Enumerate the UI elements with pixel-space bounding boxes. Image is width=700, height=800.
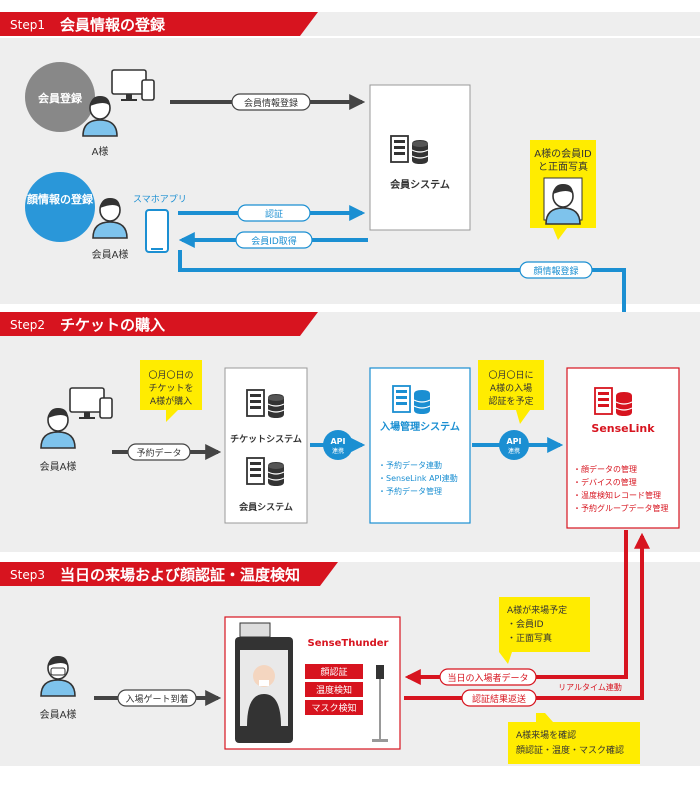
api-badge-1-sub: 連携	[332, 447, 344, 455]
auth-result-label: 認証結果返送	[472, 693, 526, 705]
reservation-label: 予約データ	[136, 447, 181, 459]
feature-temp-label: 温度検知	[316, 684, 352, 696]
sensethunder-device-icon	[235, 622, 293, 743]
mask-icon	[50, 667, 66, 676]
callout-visit-1: A様が来場予定	[507, 604, 567, 616]
member-id-pill	[235, 231, 313, 249]
entry-feature-1: ・予約データ連動	[378, 460, 442, 470]
callout-confirm-2: 顔認証・温度・マスク確認	[516, 744, 624, 756]
member-info-pill	[231, 93, 311, 111]
smartphone-icon	[145, 209, 169, 253]
step1-badge: Step1	[10, 18, 45, 32]
callout-reserve-3: 認証を予定	[488, 395, 533, 407]
visitor-data-pill	[439, 668, 537, 686]
ticket-member-box	[224, 367, 308, 524]
auth-pill	[237, 204, 311, 222]
member-registration-label: 会員登録	[38, 91, 83, 105]
feature-mask-label: マスク検知	[311, 702, 356, 714]
feature-face-auth-label: 顔認証	[320, 666, 347, 678]
entry-feature-2: ・SenseLink API連動	[378, 473, 458, 483]
api-badge-2	[499, 430, 529, 460]
callout-visit	[499, 597, 590, 664]
callout-visit-2: ・会員ID	[507, 618, 544, 630]
ticket-system-label: チケットシステム	[230, 434, 302, 445]
callout-confirm-1: A様来場を確認	[516, 729, 576, 741]
face-registration-label: 顔情報の登録	[26, 192, 94, 206]
member-a-label-3: 会員A様	[40, 708, 77, 721]
gate-label: 入場ゲート到着	[125, 693, 188, 705]
entry-system-label: 入場管理システム	[380, 420, 460, 433]
callout-reserve-2: A様の入場	[490, 382, 532, 394]
step3-header	[0, 562, 338, 586]
api-badge-1-label: API	[330, 437, 345, 446]
callout-purchase-2: チケットを	[148, 383, 193, 394]
entry-server-icon	[392, 385, 431, 414]
auth-result-pill	[461, 689, 537, 707]
feature-mask	[305, 700, 363, 715]
step2-title: チケットの購入	[60, 316, 165, 334]
step3-title: 当日の来場および顔認証・温度検知	[60, 566, 300, 584]
entry-feature-3: ・予約データ管理	[378, 486, 442, 496]
feature-face-auth	[305, 664, 363, 679]
senselink-feature-2: ・デバイスの管理	[573, 477, 637, 487]
api-badge-2-sub: 連携	[508, 447, 520, 455]
callout-photo-line2: と正面写真	[538, 160, 588, 173]
member-a-label-2: 会員A様	[40, 460, 77, 473]
callout-confirm	[508, 713, 640, 764]
member-id-label: 会員ID取得	[251, 235, 297, 247]
senselink-feature-3: ・温度検知レコード管理	[573, 490, 661, 500]
face-registration-circle	[25, 172, 95, 242]
callout-reserve-1: 〇月〇日に	[488, 370, 533, 381]
callout-purchase	[140, 360, 202, 422]
senselink-feature-1: ・顔データの管理	[573, 464, 637, 474]
member-system-label-2: 会員システム	[239, 501, 293, 513]
a-sama-label: A様	[92, 145, 109, 158]
member-a-label-1: 会員A様	[92, 248, 129, 261]
callout-visit-3: ・正面写真	[507, 632, 552, 644]
step3-badge: Step3	[10, 568, 45, 582]
gate-pill	[117, 689, 197, 707]
step1-title: 会員情報の登録	[60, 16, 166, 34]
sensethunder-label: SenseThunder	[308, 638, 389, 649]
callout-purchase-3: A様が購入	[150, 395, 192, 407]
senselink-server-icon	[594, 387, 633, 416]
member-registration-circle	[25, 62, 95, 132]
feature-temp	[305, 682, 363, 697]
api-badge-1	[323, 430, 353, 460]
senselink-feature-4: ・予約グループデータ管理	[573, 503, 669, 513]
face-register-pill	[519, 261, 593, 279]
visitor-data-label: 当日の入場者データ	[447, 672, 528, 684]
senselink-label: SenseLink	[591, 422, 655, 435]
step1-header	[0, 12, 318, 36]
face-register-label: 顔情報登録	[533, 265, 578, 277]
reservation-pill	[127, 443, 191, 461]
realtime-label: リアルタイム連動	[558, 682, 622, 692]
callout-reserve	[478, 360, 544, 424]
step2-badge: Step2	[10, 318, 45, 332]
callout-purchase-1: 〇月〇日の	[148, 370, 193, 381]
callout-photo-line1: A様の会員ID	[534, 147, 592, 160]
auth-label: 認証	[265, 208, 283, 220]
stand-icon	[372, 665, 388, 742]
member-info-label: 会員情報登録	[244, 97, 298, 109]
step2-header	[0, 312, 318, 336]
smartphone-app-label: スマホアプリ	[133, 194, 187, 205]
api-badge-2-label: API	[506, 437, 521, 446]
member-system-label: 会員システム	[390, 178, 450, 191]
